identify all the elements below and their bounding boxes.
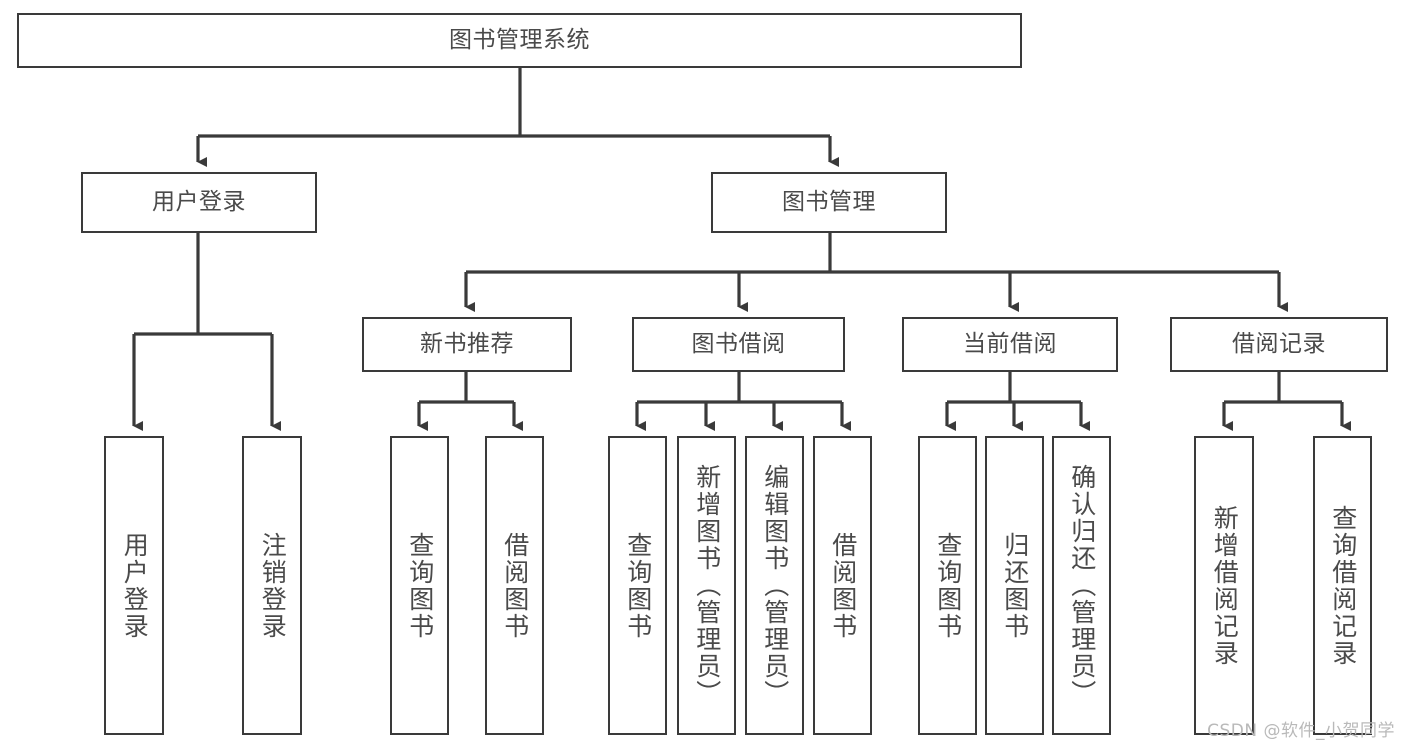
- node-root-system[interactable]: 图书管理系统: [17, 13, 1022, 68]
- node-label: 确认归还（管理员）: [1067, 464, 1097, 707]
- node-user-login[interactable]: 用户登录: [81, 172, 317, 233]
- node-book-management[interactable]: 图书管理: [711, 172, 947, 233]
- node-label: 查询图书: [405, 531, 435, 640]
- node-new-book-recommend[interactable]: 新书推荐: [362, 317, 572, 372]
- node-label: 新增借阅记录: [1210, 504, 1240, 667]
- leaf-borrow-book-recommend[interactable]: 借阅图书: [485, 436, 544, 735]
- node-label: 图书管理系统: [449, 26, 590, 53]
- node-current-borrow[interactable]: 当前借阅: [902, 317, 1118, 372]
- node-label: 借阅图书: [828, 531, 858, 640]
- node-label: 图书借阅: [691, 330, 786, 357]
- csdn-watermark: CSDN @软件_小贺同学: [1207, 721, 1395, 741]
- node-label: 归还图书: [1000, 531, 1030, 640]
- leaf-add-borrow-record[interactable]: 新增借阅记录: [1194, 436, 1254, 735]
- leaf-query-book-recommend[interactable]: 查询图书: [390, 436, 449, 735]
- node-label: 图书管理: [782, 188, 876, 215]
- node-book-borrow[interactable]: 图书借阅: [632, 317, 845, 372]
- leaf-query-book-borrow[interactable]: 查询图书: [608, 436, 667, 735]
- node-label: 当前借阅: [963, 330, 1057, 357]
- leaf-borrow-book-borrow[interactable]: 借阅图书: [813, 436, 872, 735]
- node-label: 新书推荐: [420, 330, 514, 357]
- node-label: 用户登录: [120, 531, 150, 640]
- leaf-confirm-return-admin[interactable]: 确认归还（管理员）: [1052, 436, 1111, 735]
- leaf-user-login[interactable]: 用户登录: [104, 436, 164, 735]
- leaf-query-borrow-record[interactable]: 查询借阅记录: [1313, 436, 1372, 735]
- leaf-logout-login[interactable]: 注销登录: [242, 436, 302, 735]
- node-label: 编辑图书（管理员）: [760, 464, 790, 707]
- node-label: 查询图书: [623, 531, 653, 640]
- node-label: 借阅图书: [500, 531, 530, 640]
- node-label: 借阅记录: [1232, 330, 1326, 357]
- leaf-query-book-current[interactable]: 查询图书: [918, 436, 977, 735]
- leaf-add-book-admin[interactable]: 新增图书（管理员）: [677, 436, 736, 735]
- leaf-return-book[interactable]: 归还图书: [985, 436, 1044, 735]
- leaf-edit-book-admin[interactable]: 编辑图书（管理员）: [745, 436, 804, 735]
- node-borrow-record[interactable]: 借阅记录: [1170, 317, 1388, 372]
- node-label: 新增图书（管理员）: [692, 464, 722, 707]
- node-label: 查询借阅记录: [1328, 504, 1358, 667]
- node-label: 用户登录: [152, 188, 246, 215]
- node-label: 注销登录: [258, 531, 288, 640]
- node-label: 查询图书: [933, 531, 963, 640]
